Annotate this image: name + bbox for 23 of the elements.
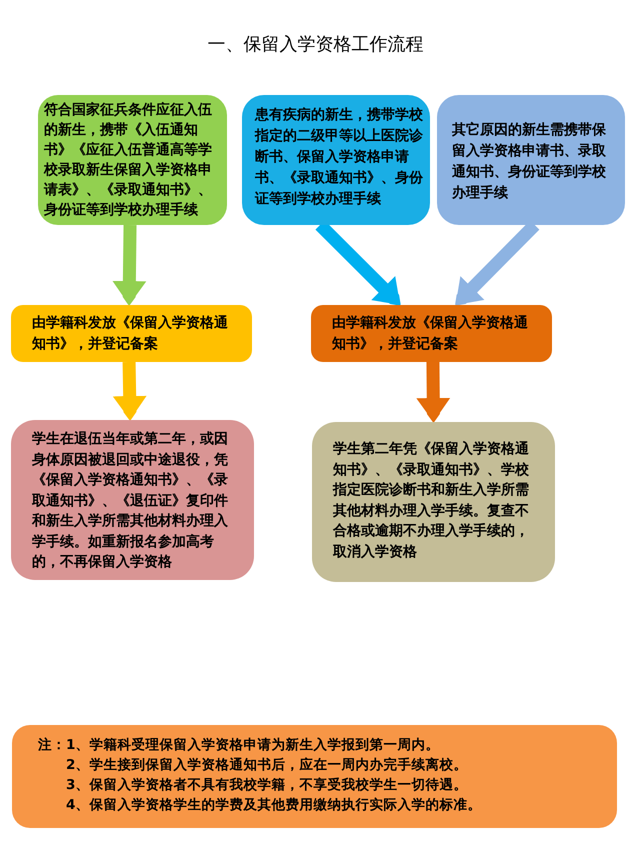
process-box [312, 422, 555, 582]
node-text: 学生在退伍当年或第二年，或因身体原因被退回或中途退役，凭《保留入学资格通知书》、《录取通知书》、《退伍证》复印件和新生入学所需其他材料办理入学手续。如重新报名参加高考的，不再保留入学资格 [32, 430, 229, 572]
node-text: 由学籍科发放《保留入学资格通知书》，并登记备案 [332, 314, 529, 354]
process-box [38, 95, 227, 225]
process-box [311, 305, 552, 362]
process-box [11, 305, 252, 362]
arrow [112, 224, 146, 306]
title: 一、保留入学资格工作流程 [208, 33, 424, 57]
note-text: 3、保留入学资格者不具有我校学籍，不享受我校学生一切待遇。 [65, 776, 468, 795]
process-box [437, 95, 625, 225]
node-text: 其它原因的新生需携带保留入学资格申请书、录取通知书、身份证等到学校办理手续 [452, 120, 607, 203]
process-box [242, 95, 430, 225]
note-box [12, 725, 617, 828]
note-text: 2、学生接到保留入学资格通知书后，应在一周内办完手续离校。 [65, 756, 468, 775]
arrow [416, 362, 450, 422]
process-box [11, 420, 254, 580]
note-text: 注：1、学籍科受理保留入学资格申请为新生入学报到第一周内。 [38, 736, 440, 755]
arrow [112, 362, 147, 420]
node-text: 符合国家征兵条件应征入伍的新生，携带《入伍通知书》《应征入伍普通高等学校录取新生保留入学资格申请表》、《录取通知书》、身份证等到学校办理手续 [44, 100, 213, 220]
node-text: 学生第二年凭《保留入学资格通知书》、《录取通知书》、学校指定医院诊断书和新生入学所需其他材料办理入学手续。复查不合格或逾期不办理入学手续的，取消入学资格 [333, 440, 530, 562]
node-text: 由学籍科发放《保留入学资格通知书》，并登记备案 [32, 314, 229, 354]
note-text: 4、保留入学资格学生的学费及其他费用缴纳执行实际入学的标准。 [65, 796, 482, 815]
node-text: 患有疾病的新生，携带学校指定的二级甲等以上医院诊断书、保留入学资格申请书、《录取通知书》、身份证等到学校办理手续 [255, 106, 424, 209]
